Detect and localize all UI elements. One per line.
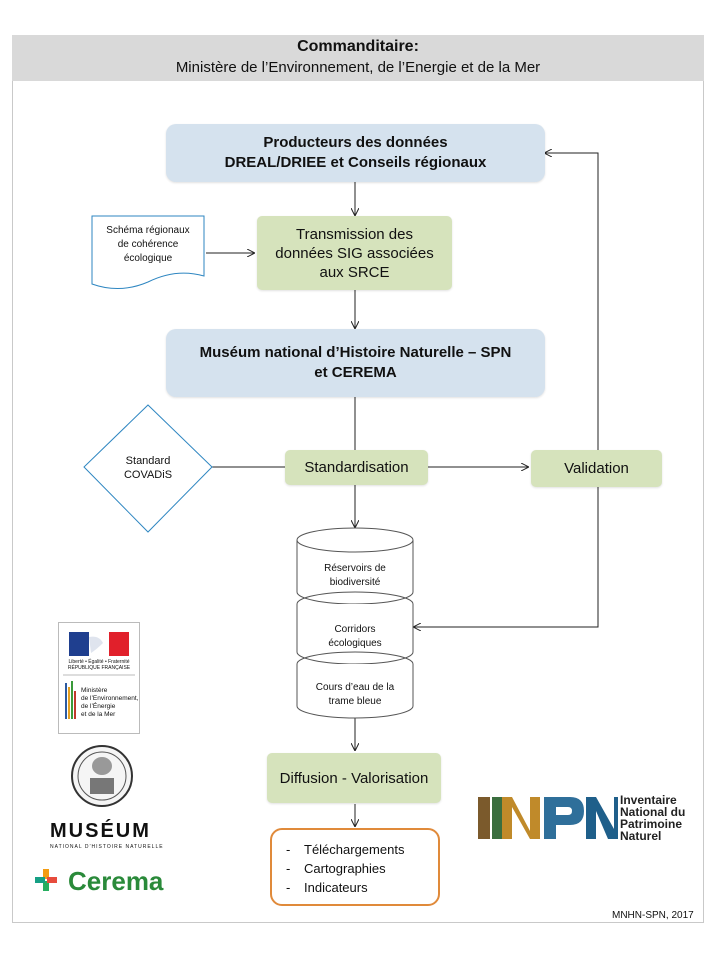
transmission-box: Transmission des données SIG associées a… — [257, 216, 452, 290]
ministere-line: Ministère — [81, 687, 108, 694]
arrow-validation-corridors — [414, 485, 599, 627]
ministere-line: et de la Mer — [81, 711, 116, 718]
database-stack — [296, 527, 414, 719]
standard-diamond-shape — [83, 404, 213, 533]
corridors-line2: écologiques — [328, 638, 382, 649]
reservoirs-line2: biodiversité — [329, 577, 381, 588]
diffusion-label: Diffusion - Valorisation — [279, 769, 429, 787]
schema-document-shape — [91, 215, 205, 289]
inpn-line: Patrimoine — [620, 817, 683, 831]
standardisation-box: Standardisation — [285, 450, 428, 485]
header-banner: Commanditaire: Ministère de l’Environnem… — [12, 35, 704, 81]
inpn-line: National du — [620, 805, 686, 819]
inpn-line: Inventaire — [620, 793, 677, 807]
museum-line1: Muséum national d’Histoire Naturelle – S… — [199, 344, 512, 361]
header-title: Commanditaire: — [297, 38, 419, 55]
ministere-line: de l’Environnement, — [81, 695, 139, 702]
validation-box: Validation — [531, 450, 662, 487]
transmission-line2: données SIG associées — [275, 244, 434, 262]
inpn-logo-icon — [478, 797, 618, 839]
producers-line2: DREAL/DRIEE et Conseils régionaux — [224, 154, 487, 171]
diffusion-box: Diffusion - Valorisation — [267, 753, 441, 803]
output-item: Cartographies — [286, 859, 438, 878]
output-item: Indicateurs — [286, 878, 438, 897]
schema-line1: Schéma régionaux — [106, 225, 190, 236]
transmission-line3: aux SRCE — [319, 263, 390, 281]
schema-line2: de cohérence — [117, 239, 179, 250]
ministere-text: Ministère de l’Environnement, de l’Énerg… — [81, 687, 138, 719]
marianne-flag-icon — [63, 632, 135, 719]
reservoirs-label: Réservoirs de biodiversité — [297, 562, 413, 590]
credit-text: MNHN-SPN, 2017 — [612, 910, 694, 921]
validation-label: Validation — [564, 460, 629, 477]
ministere-logo: Liberté • Égalité • Fraternité RÉPUBLIQU… — [58, 622, 140, 734]
schema-line3: écologique — [123, 253, 173, 264]
arrow-validation-producers — [545, 153, 599, 450]
inpn-line: Naturel — [620, 829, 662, 843]
cerema-text: Cerema — [68, 866, 164, 896]
corridors-label: Corridors écologiques — [297, 623, 413, 651]
museum-line2: et CEREMA — [314, 364, 397, 381]
cours-line2: trame bleue — [328, 696, 382, 707]
outputs-list: Téléchargements Cartographies Indicateur… — [286, 840, 438, 897]
standard-line1: Standard — [125, 455, 171, 467]
standard-diamond-text: Standard COVADiS — [108, 454, 188, 482]
museum-seal-icon — [71, 745, 133, 807]
ministere-line: de l’Énergie — [81, 703, 116, 710]
republique-text: Liberté • Égalité • Fraternité RÉPUBLIQU… — [67, 659, 131, 671]
reservoirs-line1: Réservoirs de — [324, 563, 386, 574]
output-item: Téléchargements — [286, 840, 438, 859]
schema-document-text: Schéma régionaux de cohérence écologique — [92, 224, 204, 266]
museum-subtitle: NATIONAL D’HISTOIRE NATURELLE — [50, 844, 164, 850]
corridors-line1: Corridors — [334, 624, 376, 635]
cerema-logo-icon — [35, 869, 57, 891]
cours-label: Cours d’eau de la trame bleue — [297, 681, 413, 709]
standardisation-label: Standardisation — [304, 459, 409, 476]
museum-title: MUSÉUM — [50, 820, 151, 842]
producers-line1: Producteurs des données — [263, 134, 448, 151]
outputs-box: Téléchargements Cartographies Indicateur… — [270, 828, 440, 906]
standard-line2: COVADiS — [123, 469, 173, 481]
inpn-text: Inventaire National du Patrimoine Nature… — [620, 794, 685, 842]
producers-box: Producteurs des données DREAL/DRIEE et C… — [166, 124, 545, 182]
transmission-line1: Transmission des — [296, 225, 413, 243]
cours-line1: Cours d’eau de la — [315, 682, 395, 693]
museum-box: Muséum national d’Histoire Naturelle – S… — [166, 329, 545, 397]
header-subtitle: Ministère de l’Environnement, de l’Energ… — [175, 59, 541, 76]
